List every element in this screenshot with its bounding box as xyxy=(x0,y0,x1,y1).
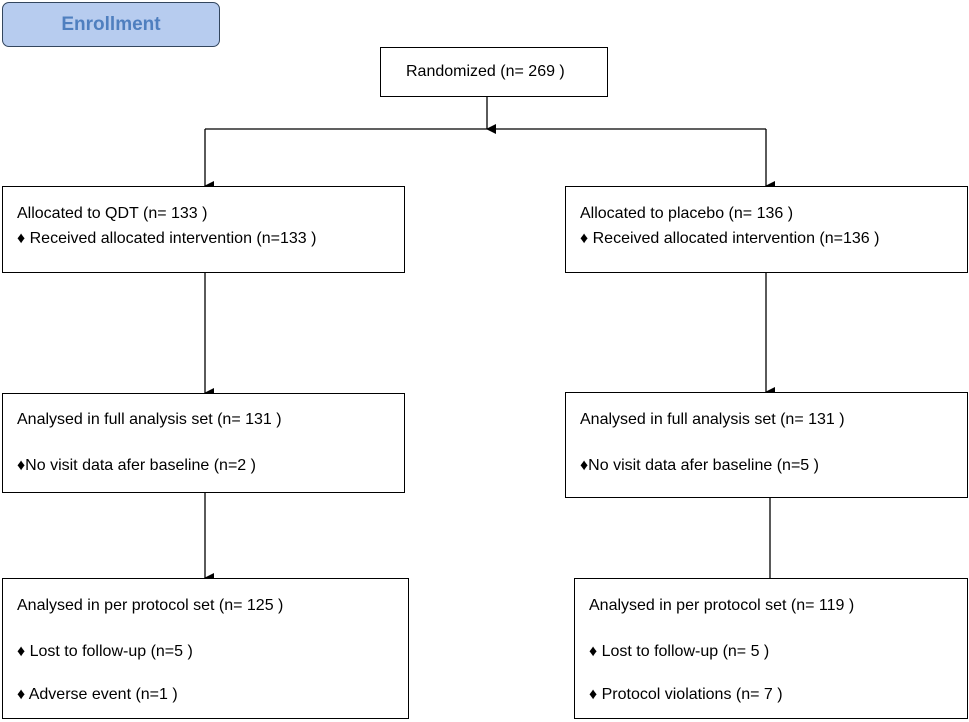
enrollment-tag: Enrollment xyxy=(2,2,220,47)
left-pps-box: Analysed in per protocol set (n= 125 ) ♦… xyxy=(2,578,409,719)
left-fas-title: Analysed in full analysis set (n= 131 ) xyxy=(17,411,282,428)
right-allocated-box: Allocated to placebo (n= 136 ) ♦ Receive… xyxy=(565,186,968,273)
randomized-text: Randomized (n= 269 ) xyxy=(406,63,565,80)
left-fas-bullet-1: ♦No visit data afer baseline (n=2 ) xyxy=(17,457,256,474)
right-pps-bullet-2: ♦ Protocol violations (n= 7 ) xyxy=(589,686,783,703)
left-pps-title: Analysed in per protocol set (n= 125 ) xyxy=(17,597,284,614)
enrollment-label: Enrollment xyxy=(61,13,161,35)
right-pps-bullet-1: ♦ Lost to follow-up (n= 5 ) xyxy=(589,643,770,660)
right-allocated-bullet-1: ♦ Received allocated intervention (n=136… xyxy=(580,230,880,247)
left-allocated-bullet-1: ♦ Received allocated intervention (n=133… xyxy=(17,230,317,247)
left-fas-box: Analysed in full analysis set (n= 131 ) … xyxy=(2,393,405,493)
left-pps-bullet-2: ♦ Adverse event (n=1 ) xyxy=(17,686,178,703)
right-pps-title: Analysed in per protocol set (n= 119 ) xyxy=(589,597,855,614)
left-allocated-box: Allocated to QDT (n= 133 ) ♦ Received al… xyxy=(2,186,405,273)
left-allocated-title: Allocated to QDT (n= 133 ) xyxy=(17,205,208,222)
right-pps-box: Analysed in per protocol set (n= 119 ) ♦… xyxy=(574,578,968,719)
right-fas-title: Analysed in full analysis set (n= 131 ) xyxy=(580,411,845,428)
right-allocated-title: Allocated to placebo (n= 136 ) xyxy=(580,205,794,222)
randomized-box: Randomized (n= 269 ) xyxy=(380,47,608,97)
right-fas-box: Analysed in full analysis set (n= 131 ) … xyxy=(565,392,968,498)
left-pps-bullet-1: ♦ Lost to follow-up (n=5 ) xyxy=(17,643,193,660)
right-fas-bullet-1: ♦No visit data afer baseline (n=5 ) xyxy=(580,457,819,474)
